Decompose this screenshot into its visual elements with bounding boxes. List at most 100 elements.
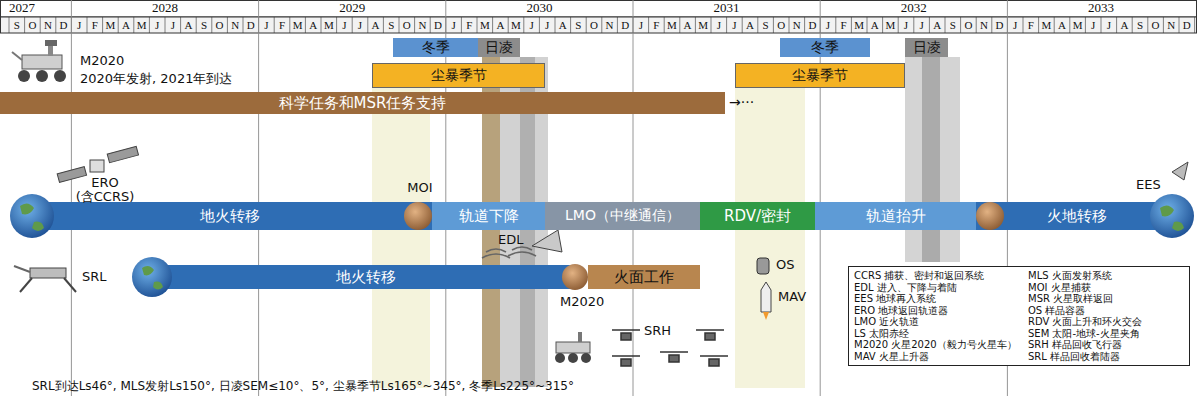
month-divider [274, 17, 275, 33]
key-entry: SRL 样品回收着陆器 [1028, 351, 1188, 363]
month-divider [851, 17, 852, 33]
bar-label: 科学任务和MSR任务支持 [279, 94, 447, 113]
sample-container-icon [757, 258, 769, 274]
month-label: S [388, 19, 394, 32]
month-label: N [418, 19, 426, 32]
month-label: M [324, 19, 334, 32]
month-label: F [466, 19, 472, 32]
month-label: M [106, 19, 116, 32]
month-label: M [137, 19, 147, 32]
month-divider [508, 17, 509, 33]
bar-label: RDV/密封 [724, 207, 791, 226]
month-divider [336, 17, 337, 33]
key-entry: CCRS 捕获、密封和返回系统 [854, 270, 1022, 282]
month-divider [211, 17, 212, 33]
month-label: J [451, 19, 455, 32]
month-divider [9, 17, 10, 33]
month-label: A [309, 19, 317, 32]
month-divider [1085, 17, 1086, 33]
month-label: O [590, 19, 598, 32]
month-divider [1101, 17, 1102, 33]
bar-label: 地火转移 [200, 207, 260, 226]
month-label: J [717, 19, 721, 32]
month-divider [165, 17, 166, 33]
month-label: M [293, 19, 303, 32]
month-label: D [808, 19, 816, 32]
spacecraft-name: ERO [91, 176, 118, 191]
month-label: J [171, 19, 175, 32]
month-label: O [403, 19, 411, 32]
spacecraft-note: (含CCRS) [76, 190, 135, 205]
month-label: S [1137, 19, 1143, 32]
month-divider [367, 17, 368, 33]
month-label: F [92, 19, 98, 32]
month-label: M [1073, 19, 1083, 32]
month-label: M [667, 19, 677, 32]
month-divider [898, 17, 899, 33]
month-divider [1023, 17, 1024, 33]
month-label: A [184, 19, 192, 32]
key-entry: MSR 火星取样返回 [1028, 293, 1188, 305]
rocket-icon [761, 282, 771, 320]
month-divider [711, 17, 712, 33]
key-entry: SEM 太阳-地球-火星夹角 [1028, 328, 1188, 340]
year-label: 2030 [526, 1, 552, 16]
dust-season-bar: 尘暴季节 [735, 63, 905, 88]
dust-season-bar: 尘暴季节 [372, 63, 545, 88]
key-entry: RDV 火面上升和环火交会 [1028, 316, 1188, 328]
lander-icon [14, 266, 76, 292]
bar-label: 轨道抬升 [866, 207, 926, 226]
event-label: MOI [407, 181, 432, 196]
month-label: O [216, 19, 224, 32]
key-entry: EES 地球再入系统 [854, 293, 1022, 305]
month-divider [321, 17, 322, 33]
key-entry: MAV 火星上升器 [854, 351, 1022, 363]
month-label: J [1013, 19, 1017, 32]
month-divider [773, 17, 774, 33]
month-divider [352, 17, 353, 33]
key-entry: LMO 近火轨道 [854, 316, 1022, 328]
month-divider [399, 17, 400, 33]
mission-support-band: 科学任务和MSR任务支持 [0, 92, 725, 114]
vehicle-label: M2020 [560, 295, 604, 310]
month-label: D [60, 19, 68, 32]
month-divider [757, 17, 758, 33]
key-entry: M2020 火星2020（毅力号火星车） [854, 339, 1022, 351]
bar-label: 火面工作 [614, 268, 674, 287]
month-label: J [358, 19, 362, 32]
phase-segment: 地火转移 [55, 202, 404, 230]
month-label: N [44, 19, 52, 32]
month-divider [945, 17, 946, 33]
month-divider [414, 17, 415, 33]
month-label: A [746, 19, 754, 32]
month-label: N [793, 19, 801, 32]
month-divider [1179, 17, 1180, 33]
month-label: M [698, 19, 708, 32]
month-label: S [14, 19, 20, 32]
month-divider [243, 17, 244, 33]
year-label: 2033 [1088, 1, 1114, 16]
rover-icon [12, 40, 66, 82]
year-label: 2032 [901, 1, 927, 16]
month-divider [430, 17, 431, 33]
month-label: F [1028, 19, 1034, 32]
month-label: M [854, 19, 864, 32]
year-label: 2028 [152, 1, 178, 16]
bar-label: 日凌 [485, 39, 513, 57]
conjunction-bar: 日凌 [905, 38, 948, 57]
phase-segment: 地火转移 [172, 265, 560, 289]
month-divider [882, 17, 883, 33]
mars-icon [404, 202, 432, 230]
ero-band [30, 202, 1172, 230]
month-label: M [511, 19, 521, 32]
month-divider [742, 17, 743, 33]
month-divider [383, 17, 384, 33]
month-divider [789, 17, 790, 33]
month-label: A [122, 19, 130, 32]
key-entry: LS 太阳赤经 [854, 328, 1022, 340]
event-label: EDL [498, 233, 523, 248]
month-label: J [342, 19, 346, 32]
month-divider [477, 17, 478, 33]
bar-label: LMO（中继通信） [565, 207, 680, 225]
month-label: J [639, 19, 643, 32]
